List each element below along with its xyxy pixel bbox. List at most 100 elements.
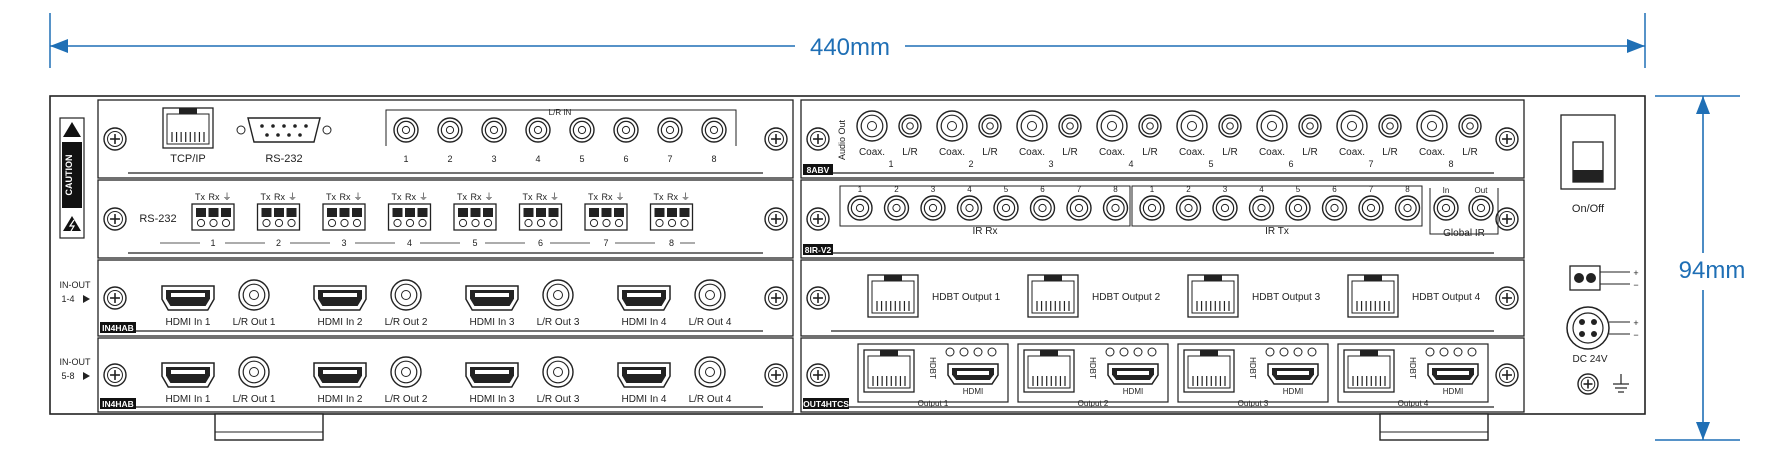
terminal-slot	[327, 208, 337, 217]
rca-pin	[1220, 203, 1230, 213]
terminal-number: 1	[210, 238, 215, 248]
arrow-up	[1696, 96, 1710, 114]
rj45-latch	[179, 108, 197, 114]
ir-rx-number: 7	[1077, 185, 1082, 194]
audio-number: 1	[888, 159, 893, 169]
terminal-screw	[589, 218, 599, 228]
side-label: IN-OUT	[60, 357, 91, 367]
rj45-latch	[1044, 275, 1062, 281]
rs232-terminal-label: RS-232	[139, 213, 176, 225]
rx-label: Rx	[274, 192, 285, 202]
terminal-screw	[549, 218, 558, 228]
card-badge	[100, 322, 136, 333]
card-badge	[803, 244, 833, 255]
terminal-screw	[524, 218, 533, 228]
tx-label: Tx	[326, 192, 336, 202]
rca-ring	[887, 198, 906, 218]
rj45-body	[1347, 355, 1391, 389]
output-label: Output 4	[1398, 399, 1429, 408]
rca-pin	[1111, 203, 1120, 213]
rca-pin	[553, 367, 563, 377]
status-led	[1439, 347, 1449, 357]
lr-in-number: 5	[579, 154, 584, 164]
rca-pin	[489, 125, 499, 135]
rca-pin	[533, 125, 543, 135]
card-badge	[100, 398, 136, 409]
hdbt-vertical-label: HDBT	[928, 357, 937, 379]
lr-in-number: 4	[535, 154, 540, 164]
hdbt-vertical-label: HDBT	[1408, 357, 1417, 379]
lr-in-number: 8	[711, 154, 716, 164]
rca-ring	[996, 198, 1016, 218]
hdbt-vertical-label: HDBT	[1248, 357, 1257, 379]
ir-rx-box	[839, 185, 1131, 227]
rca-ring	[546, 360, 570, 384]
side-label: 5-8	[61, 371, 74, 381]
ir-tx-number: 7	[1369, 185, 1374, 194]
rca-pin	[1074, 203, 1084, 213]
global-in-label: In	[1443, 186, 1450, 195]
lr-label: L/R	[1222, 147, 1238, 158]
lr-out-label: L/R Out 4	[689, 394, 732, 405]
db9-pin	[276, 133, 280, 137]
rca-ring	[1100, 114, 1124, 138]
rca-pin	[1427, 121, 1437, 131]
power-switch-rocker-base	[1573, 170, 1603, 182]
status-led	[945, 347, 955, 357]
db9-port	[247, 117, 321, 143]
hdbt-vertical-label: HDBT	[1088, 357, 1097, 379]
rca-pin	[401, 367, 411, 377]
terminal-slot	[458, 208, 468, 217]
rx-label: Rx	[667, 192, 678, 202]
screw-inner	[107, 131, 123, 147]
ground-label: ⏚	[419, 192, 428, 202]
screw-inner	[810, 211, 826, 227]
terminal-slot	[536, 208, 546, 217]
hdmi-in-label: HDMI In 4	[621, 394, 666, 405]
terminal-screw	[483, 218, 493, 228]
global-ir-bracket	[1429, 188, 1499, 235]
screw-inner	[1499, 211, 1515, 227]
rj45-latch	[1360, 350, 1378, 356]
rca-pin	[1184, 203, 1193, 213]
audio-number: 5	[1208, 159, 1213, 169]
terminal-slot	[392, 208, 403, 217]
rj45-body	[1191, 280, 1235, 314]
terminal-screw	[340, 218, 349, 228]
rj45-latch	[884, 275, 902, 281]
terminal-number: 3	[341, 238, 346, 248]
hdmi-pins	[171, 293, 205, 297]
terminal-slot	[601, 208, 612, 217]
arrow-right	[1627, 39, 1645, 53]
hdmi-pins	[1277, 371, 1309, 375]
rca-ring	[1180, 114, 1204, 138]
output-label: Output 1	[918, 399, 949, 408]
rca-pin	[867, 121, 877, 131]
screw-inner	[1499, 131, 1515, 147]
width-label: 440mm	[810, 34, 890, 61]
rca-pin	[553, 290, 563, 300]
coax-label: Coax.	[1179, 147, 1205, 158]
audio-number: 2	[968, 159, 973, 169]
tx-label: Tx	[654, 192, 664, 202]
lr-out-label: L/R Out 2	[385, 317, 428, 328]
rca-pin	[665, 125, 675, 135]
card-badge-label: IN4HAB	[102, 323, 134, 333]
lr-in-number: 2	[447, 154, 452, 164]
db9-screw	[322, 125, 332, 135]
on-off-label: On/Off	[1572, 203, 1605, 215]
hdmi-pins	[475, 370, 509, 374]
minus-label: −	[1633, 330, 1638, 340]
status-led	[973, 347, 983, 357]
rj45-body	[1351, 280, 1395, 314]
ir-rx-label: IR Rx	[973, 226, 998, 237]
lr-label: L/R	[1142, 147, 1158, 158]
tcpip-label: TCP/IP	[170, 153, 205, 165]
ir-tx-label: IR Tx	[1265, 226, 1289, 237]
rca-ring	[528, 120, 548, 140]
rca-pin	[1403, 203, 1412, 213]
rca-pin	[1001, 203, 1011, 213]
output-label: Output 3	[1238, 399, 1269, 408]
terminal-screw	[680, 218, 689, 228]
lr-label: L/R	[902, 147, 918, 158]
